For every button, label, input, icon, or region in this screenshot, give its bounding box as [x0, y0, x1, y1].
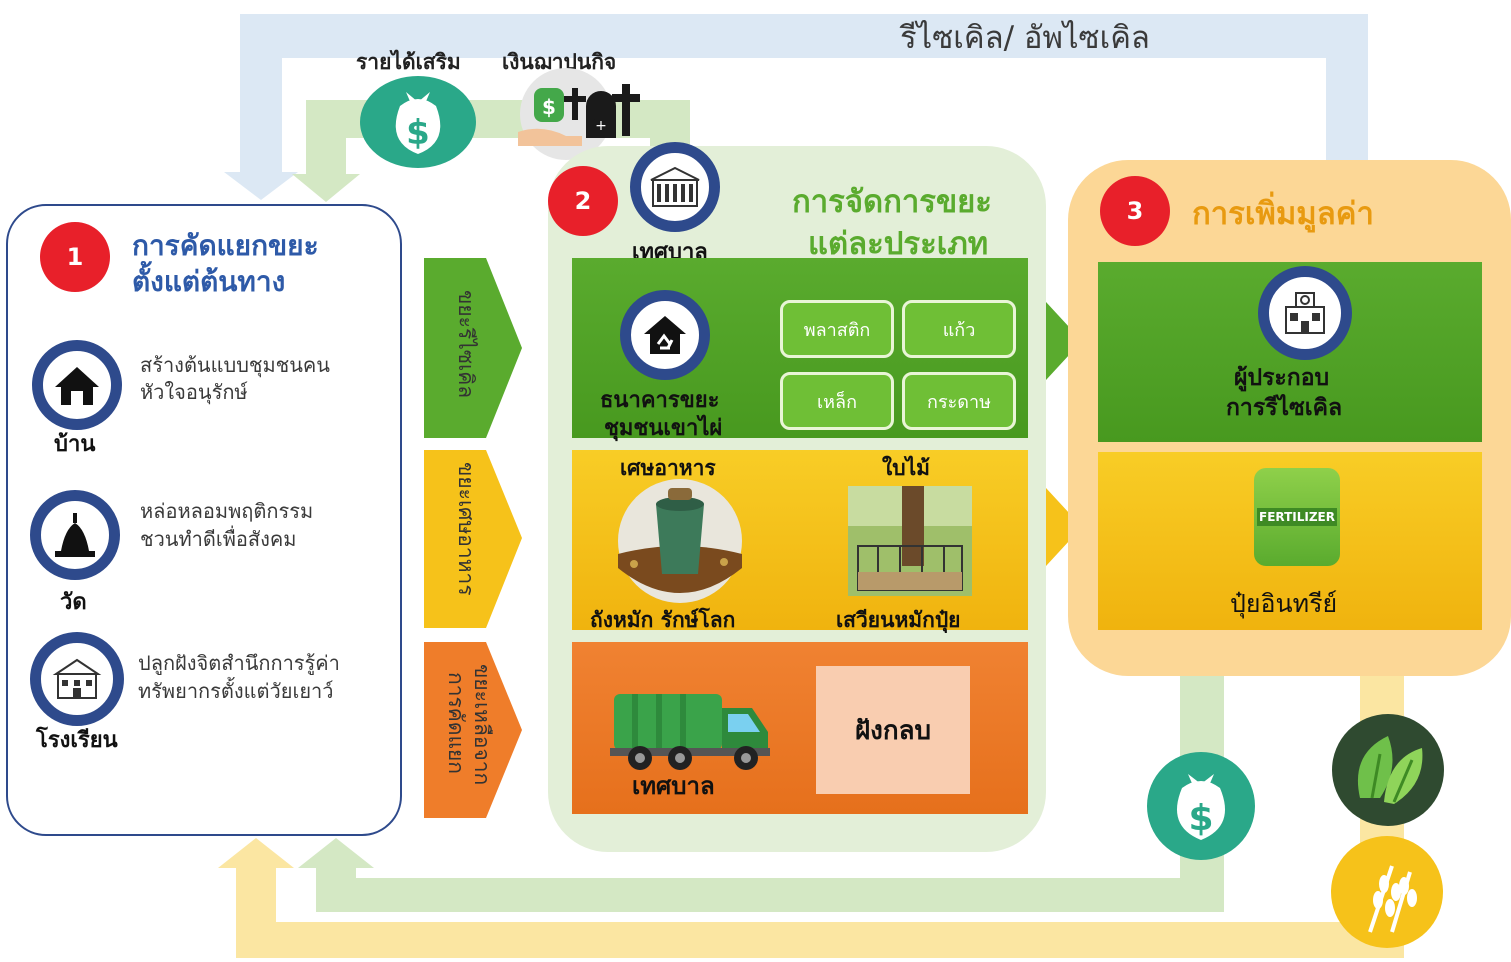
- svg-text:$: $: [1188, 798, 1213, 839]
- money-bag-return-icon: $: [1147, 752, 1255, 860]
- recycle-waste-arrow: [424, 258, 522, 438]
- organic-fertilizer-label: ปุ๋ยอินทรีย์: [1230, 589, 1338, 618]
- section1-title-line1: การคัดแยกขยะ: [132, 229, 319, 262]
- house-label: บ้าน: [54, 432, 96, 457]
- house-desc-line2: หัวใจอนุรักษ์: [140, 380, 248, 404]
- food-waste-arrow: [424, 450, 522, 628]
- recycling-factory-icon: [1258, 266, 1352, 360]
- money-bag-icon: $: [360, 76, 476, 168]
- step-1-badge: 1: [40, 222, 110, 292]
- recycle-upcycle-label: รีไซเคิล/ อัพไซเคิล: [900, 20, 1150, 56]
- garbage-truck-icon: [610, 694, 770, 770]
- food-waste-type-label: ขยะเศษอาหาร: [454, 462, 478, 596]
- section1-title-line2: ตั้งแต่ต้นทาง: [132, 265, 286, 298]
- svg-text:$: $: [542, 95, 556, 119]
- rice-grain-icon: [1331, 836, 1443, 948]
- landfill-label: ฝังกลบ: [854, 715, 932, 746]
- temple-desc-line1: หล่อหลอมพฤติกรรม: [140, 499, 314, 523]
- operator-label-line2: การรีไซเคิล: [1226, 395, 1343, 421]
- school-desc-line2: ทรัพยากรตั้งแต่วัยเยาว์: [138, 679, 334, 703]
- section2-title-line2: แต่ละประเภท: [808, 226, 989, 262]
- compost-cage-photo: [848, 486, 972, 596]
- recycle-to-value-arrow: [1046, 302, 1082, 380]
- recycle-loop-arrow: [224, 14, 1368, 200]
- chip-paper: กระดาษ: [902, 372, 1016, 430]
- house-icon: [32, 340, 122, 430]
- chip-metal: เหล็ก: [780, 372, 894, 430]
- recycle-waste-label: ขยะรีไซเคิล: [454, 290, 478, 399]
- step-2-badge: 2: [548, 166, 618, 236]
- house-desc-line1: สร้างต้นแบบชุมชนคน: [140, 353, 330, 377]
- compost-bin-icon: [618, 479, 742, 603]
- truck-municipality-label: เทศบาล: [632, 772, 715, 800]
- food-scraps-label: เศษอาหาร: [620, 456, 716, 480]
- waste-bank-label-line2: ชุมชนเขาไผ่: [604, 416, 723, 441]
- waste-bank-label-line1: ธนาคารขยะ: [600, 388, 720, 413]
- school-desc-line1: ปลูกฝังจิตสำนึกการรู้ค่า: [138, 651, 340, 675]
- residual-waste-label-line1: ขยะเหลือจาก: [470, 664, 494, 786]
- section3-title: การเพิ่มมูลค่า: [1192, 196, 1374, 232]
- section2-title-line1: การจัดการขยะ: [792, 184, 992, 220]
- svg-text:$: $: [406, 113, 430, 153]
- leaves-label: ใบไม้: [882, 456, 930, 480]
- chip-plastic: พลาสติก: [780, 300, 894, 358]
- operator-label-line1: ผู้ประกอบ: [1234, 365, 1330, 391]
- landfill-box: ฝังกลบ: [816, 666, 970, 794]
- temple-label: วัด: [60, 590, 87, 615]
- svg-text:+: +: [595, 118, 607, 134]
- municipality-icon: [630, 142, 720, 232]
- temple-desc-line2: ชวนทำดีเพื่อสังคม: [140, 527, 297, 551]
- step-3-badge: 3: [1100, 176, 1170, 246]
- temple-icon: [30, 490, 120, 580]
- funeral-fund-icon: $ +: [518, 68, 640, 160]
- waste-bank-icon: [620, 290, 710, 380]
- compost-cage-label: เสวียนหมักปุ๋ย: [836, 608, 961, 632]
- compost-to-value-arrow: [1046, 488, 1082, 566]
- chip-glass: แก้ว: [902, 300, 1016, 358]
- residual-waste-label-line2: การคัดแยก: [444, 672, 468, 775]
- extra-income-label: รายได้เสริม: [356, 50, 461, 74]
- school-icon: [30, 632, 124, 726]
- fertilizer-bag-icon: FERTILIZER: [1254, 468, 1340, 566]
- compost-bin-label: ถังหมัก รักษ์โลก: [590, 608, 736, 632]
- vegetable-icon: [1332, 714, 1444, 826]
- school-label: โรงเรียน: [36, 728, 118, 753]
- fertilizer-bag-text: FERTILIZER: [1257, 508, 1337, 526]
- residual-waste-arrow: [424, 642, 522, 818]
